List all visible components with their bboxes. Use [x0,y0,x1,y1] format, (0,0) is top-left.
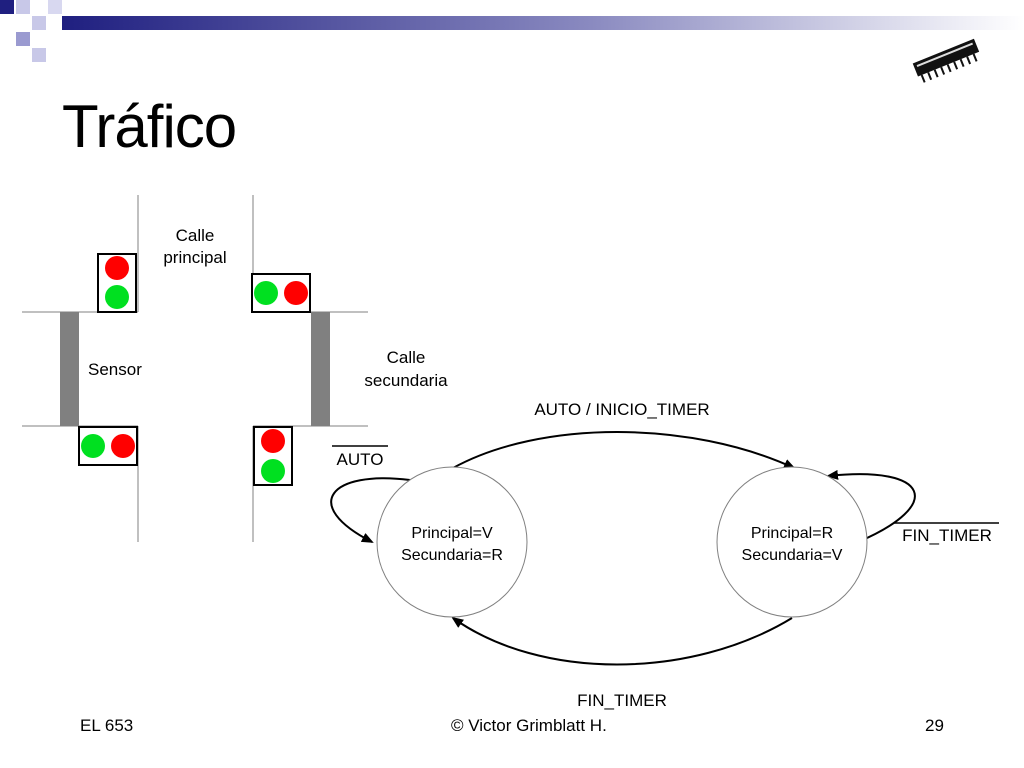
state-node: Principal=V Secundaria=R [376,466,528,618]
state-node: Principal=R Secundaria=V [716,466,868,618]
traffic-light [97,253,137,313]
transition-top-arrow [452,431,796,469]
sensor-label: Sensor [88,360,142,379]
transition-bottom-label: FIN_TIMER [577,691,667,710]
header-square [32,16,46,30]
state-line2: Secundaria=V [742,547,843,564]
slide-title: Tráfico [62,93,237,160]
intersection-diagram: Calle principal Calle secundaria Sensor [22,195,448,542]
transition-bottom-arrow [451,616,793,666]
right-self-loop-arrow [826,469,916,543]
light-red [111,434,135,458]
footer-page-number: 29 [925,716,944,735]
secondary-street-label-line2: secundaria [364,371,448,390]
sensor-bar [311,312,330,426]
traffic-light [78,426,138,466]
header-square [0,0,14,14]
left-self-loop-arrow [330,477,411,543]
light-green [254,281,278,305]
state-machine: Principal=V Secundaria=R Principal=R Sec… [330,400,999,710]
header-square [32,48,46,62]
header-square [16,32,30,46]
state-line1: Principal=R [751,525,833,542]
light-red [284,281,308,305]
header-square [16,0,30,14]
transition-top-label: AUTO / INICIO_TIMER [534,400,709,419]
header-decoration [0,0,1024,62]
secondary-street-label-line1: Calle [387,348,426,367]
footer-course: EL 653 [80,716,134,735]
header-bar [62,16,1024,30]
light-red [261,429,285,453]
main-street-label-line2: principal [163,248,226,267]
chip-icon [912,38,980,83]
state-line1: Principal=V [411,525,493,542]
traffic-light [253,426,293,486]
light-green [261,459,285,483]
light-green [105,285,129,309]
right-self-loop-label: FIN_TIMER [902,526,992,545]
light-green [81,434,105,458]
traffic-light [251,273,311,313]
state-line2: Secundaria=R [401,547,503,564]
light-red [105,256,129,280]
footer-author: © Victor Grimblatt H. [451,716,607,735]
left-self-loop-label: AUTO [337,450,384,469]
main-street-label-line1: Calle [176,226,215,245]
sensor-bar [60,312,79,426]
header-square [48,0,62,14]
